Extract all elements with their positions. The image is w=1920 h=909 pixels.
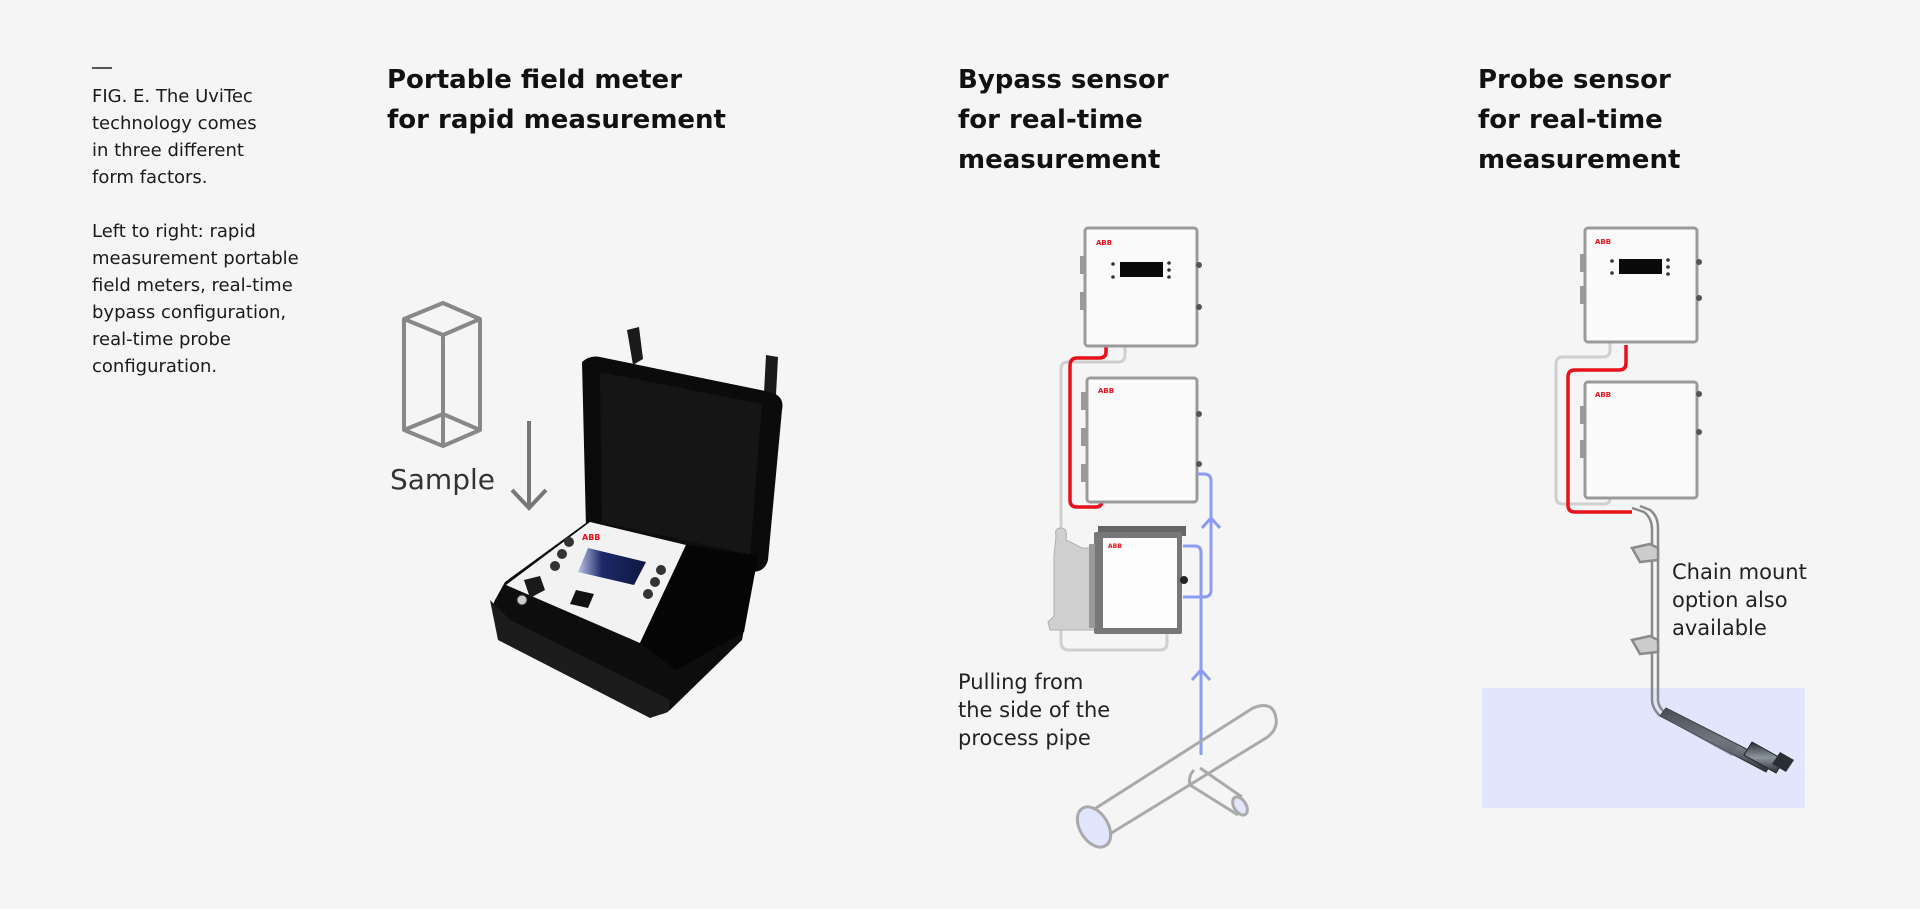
process-pipe [1075, 704, 1278, 849]
bypass-sensor-unit: ABB [1081, 376, 1202, 504]
sample-flow-line [1183, 472, 1222, 755]
probe-controller-unit: ABB [1580, 226, 1702, 344]
figure-caption-text: FIG. E. The UviTec technology comes in t… [92, 86, 257, 188]
bypass-controller-unit: ABB [1080, 226, 1202, 348]
sample-vial-icon [402, 301, 482, 448]
bypass-power-cable [1068, 345, 1108, 509]
bypass-flow-cell-unit: ABB [1047, 526, 1188, 634]
chain-mount-label: Chain mount option also available [1672, 560, 1807, 640]
abb-logo: ABB [1098, 387, 1114, 395]
abb-logo: ABB [1096, 239, 1112, 247]
bypass-pipe-label: Pulling from the side of the process pip… [958, 670, 1111, 750]
abb-logo: ABB [1595, 391, 1611, 399]
figure-caption-description: Left to right: rapid measurement portabl… [92, 221, 299, 377]
caption-dash [92, 67, 112, 69]
sample-label: Sample [390, 463, 495, 496]
probe-power-cable [1566, 345, 1632, 514]
abb-logo: ABB [1108, 543, 1122, 550]
probe-sensor-unit: ABB [1580, 380, 1702, 500]
probe-sensor-heading: Probe sensor for real-time measurement [1478, 65, 1681, 175]
probe-signal-cable [1554, 340, 1612, 506]
probe-mounting-pole [1630, 504, 1665, 717]
portable-field-meter-image: ABB [490, 327, 783, 718]
bypass-sensor-heading: Bypass sensor for real-time measurement [958, 65, 1169, 175]
down-arrow-icon [510, 421, 548, 511]
abb-logo: ABB [1595, 238, 1611, 246]
portable-meter-heading: Portable field meter for rapid measureme… [387, 65, 726, 135]
abb-logo: ABB [582, 533, 600, 542]
figure-caption: FIG. E. The UviTec technology comes in t… [92, 58, 332, 380]
uv-probe [1659, 707, 1794, 774]
bypass-signal-cable [1059, 340, 1127, 540]
